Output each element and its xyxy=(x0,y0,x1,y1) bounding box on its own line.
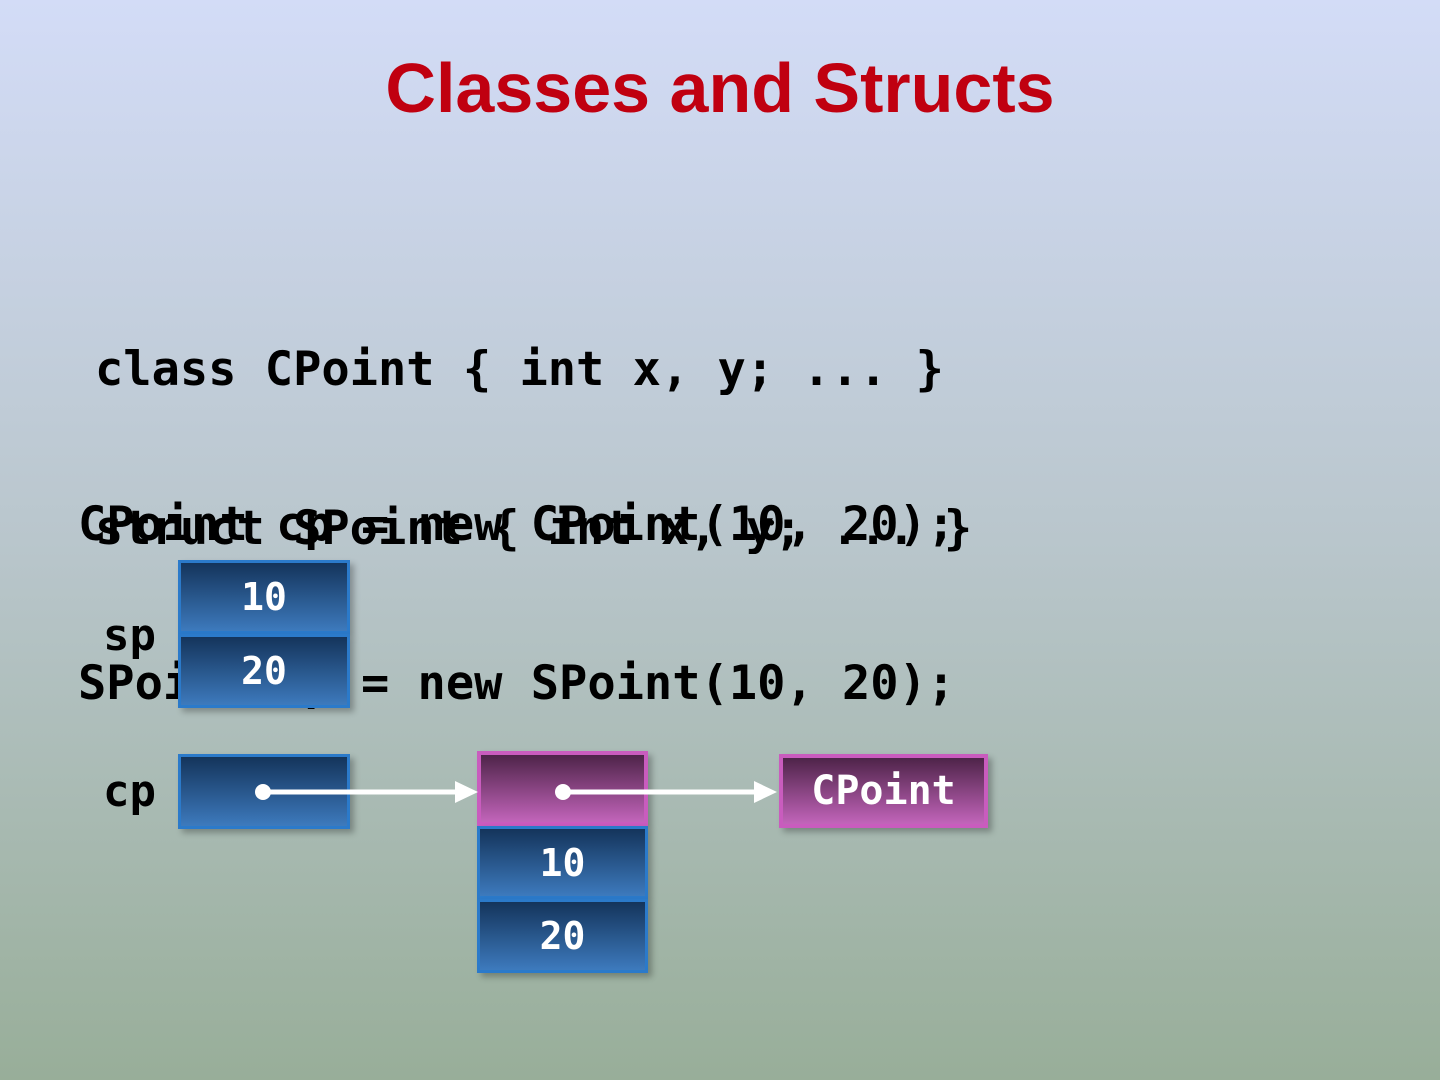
sp-field-x: 10 xyxy=(178,560,350,634)
cpoint-type-box: CPoint xyxy=(779,754,988,828)
code-line-class-cpoint: class CPoint { int x, y; ... } xyxy=(95,342,944,397)
sp-variable-label: sp xyxy=(103,610,156,661)
page-title: Classes and Structs xyxy=(385,49,1055,127)
code-line-new-cpoint: CPoint cp = new CPoint(10, 20); xyxy=(78,497,956,552)
heap-object-header-cell xyxy=(477,751,648,826)
heap-object-field-x: 10 xyxy=(477,826,648,899)
code-block-declarations: class CPoint { int x, y; ... } struct SP… xyxy=(95,237,972,661)
code-line-struct-spoint: struct SPoint { int x, y; ... } xyxy=(95,501,973,556)
cp-variable-label: cp xyxy=(103,766,156,817)
cp-reference-cell xyxy=(178,754,350,829)
heap-object-field-y: 20 xyxy=(477,899,648,973)
sp-field-y: 20 xyxy=(178,634,350,708)
